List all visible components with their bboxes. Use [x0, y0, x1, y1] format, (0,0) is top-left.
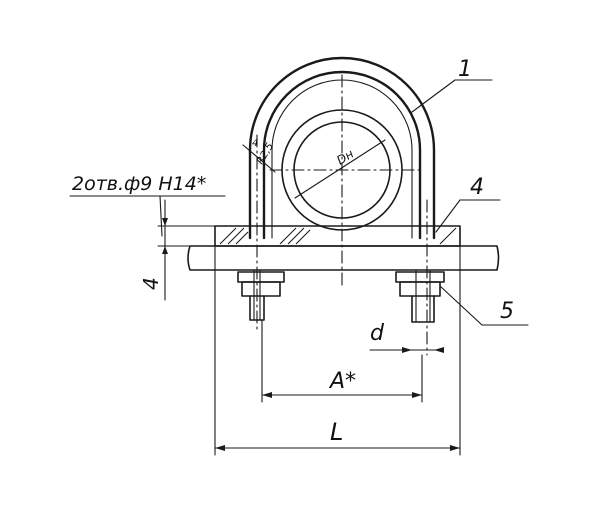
leader-lines — [411, 79, 529, 326]
structure-beam — [187, 245, 500, 271]
dimension-4-label: 4 — [139, 277, 163, 290]
dimension-l-label: L — [330, 418, 343, 446]
dimension-a-label: A* — [328, 369, 356, 394]
part-4-label: 4 — [470, 175, 484, 200]
small-dimension-label: 4 — [252, 138, 258, 149]
bolt-ends — [249, 269, 435, 323]
part-5-label: 5 — [500, 299, 514, 324]
dimension-lines — [69, 144, 461, 456]
diameter-dn-label: Dн — [334, 147, 356, 168]
dimension-d-label: d — [370, 321, 385, 346]
part-1-label: 1 — [458, 57, 472, 82]
holes-label: 2отв.ф9 Н14* — [72, 173, 206, 195]
nuts — [237, 271, 445, 297]
center-lines — [256, 74, 428, 356]
support-plate — [214, 225, 461, 247]
